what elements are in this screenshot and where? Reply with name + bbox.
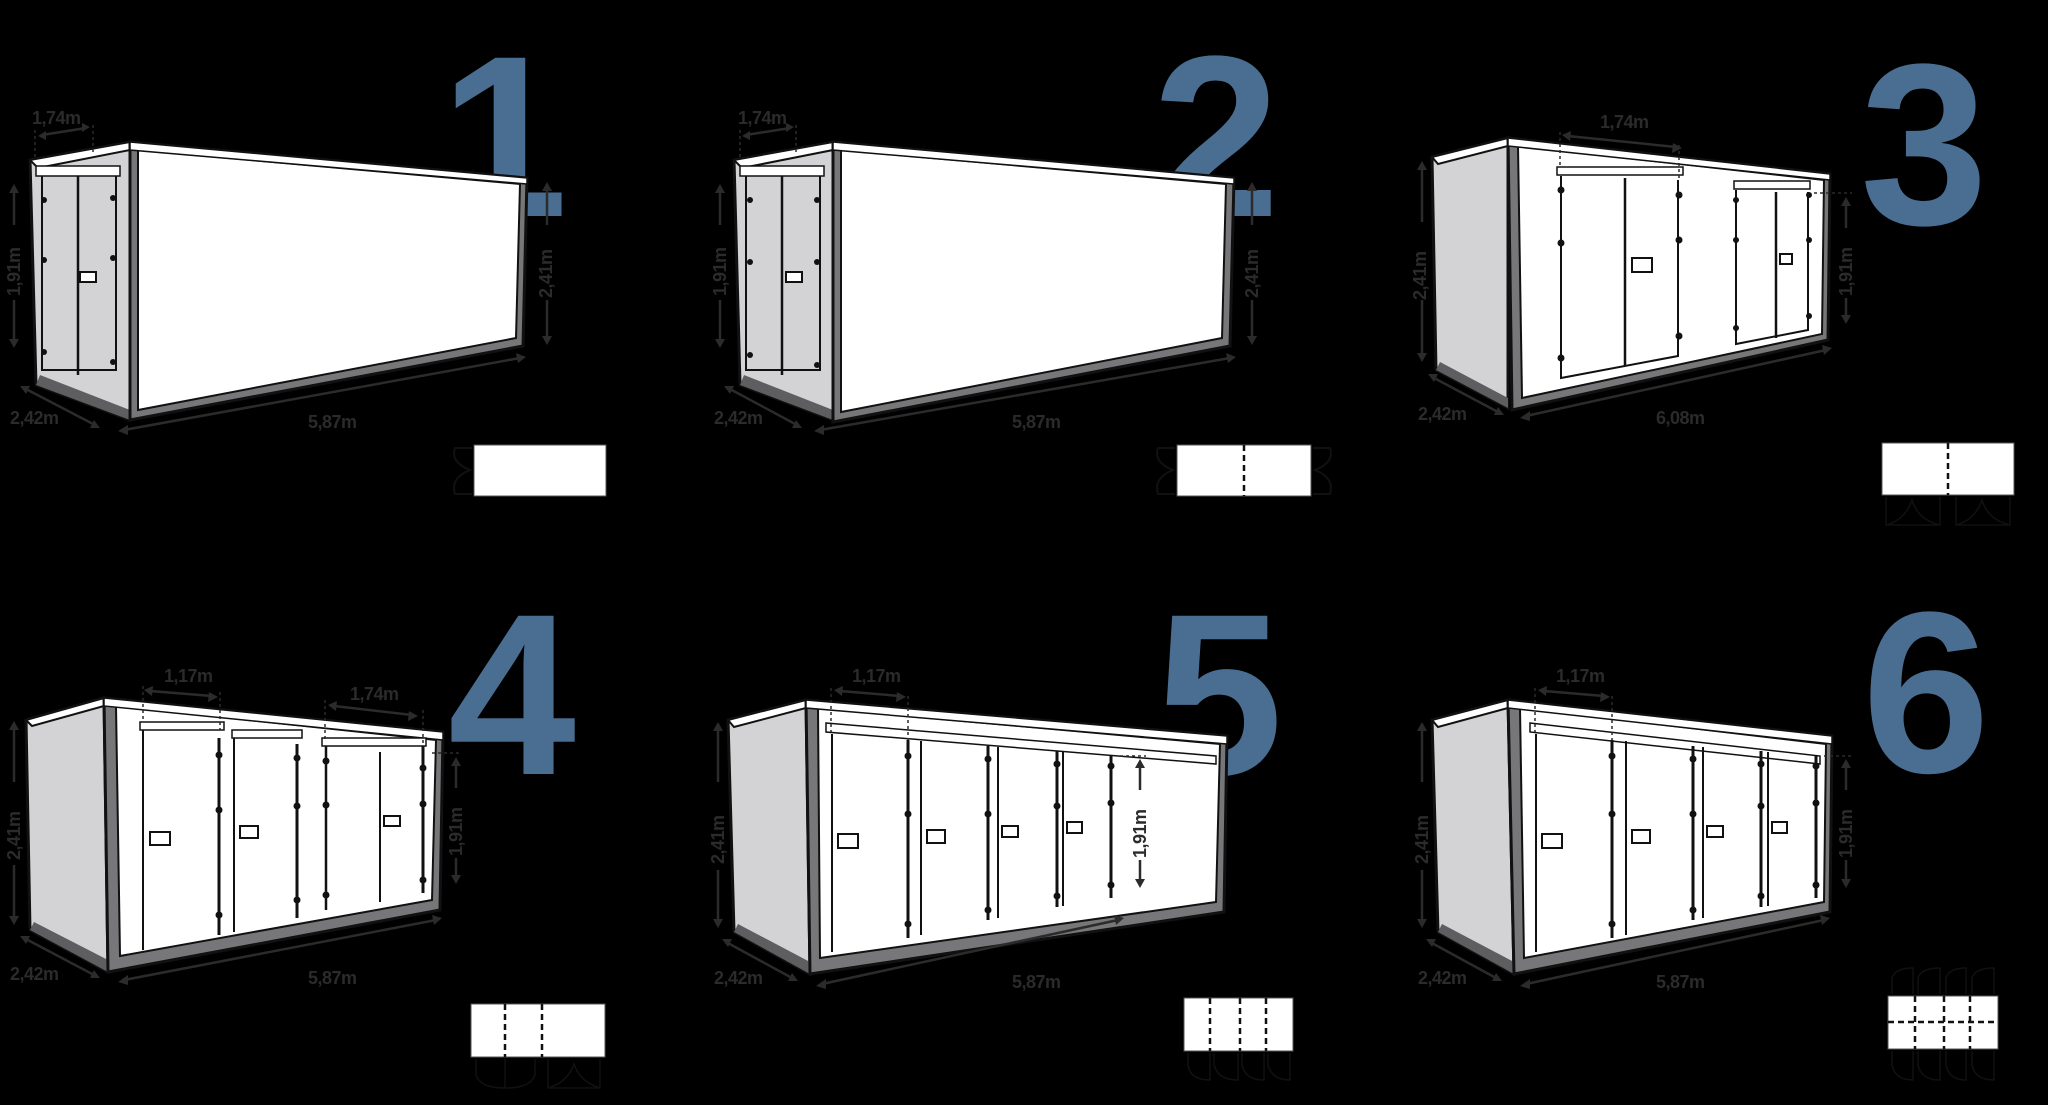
container-length-label: 5,87m [1012, 972, 1061, 992]
door-height-label: 1,91m [1130, 809, 1150, 858]
container-width-label: 2,42m [1418, 404, 1467, 424]
door-height-label: 1,91m [710, 247, 730, 296]
floor-plan-icon [1887, 967, 1999, 1081]
container-drawing [1417, 686, 1999, 1081]
door-width-small-label: 1,17m [1556, 666, 1605, 686]
container-drawing [715, 123, 1332, 497]
container-variant-5: 5 [700, 560, 1383, 1105]
door-width-label: 1,74m [738, 108, 787, 128]
variant-number: 3 [1860, 16, 1988, 273]
floor-plan-icon [453, 444, 607, 497]
container-variant-4: 4 [0, 560, 683, 1105]
container-width-label: 2,42m [10, 408, 59, 428]
container-variant-2: 2 1,74m 1,91m 2,41m [700, 0, 1383, 545]
door-height-label: 1,91m [446, 807, 466, 856]
container-width-label: 2,42m [714, 968, 763, 988]
container-height-label: 2,41m [1410, 251, 1430, 300]
door-width-label: 1,74m [32, 108, 81, 128]
door-height-label: 1,91m [1836, 247, 1856, 296]
container-length-label: 6,08m [1656, 408, 1705, 428]
container-height-label: 2,41m [1412, 815, 1432, 864]
container-length-label: 5,87m [1656, 972, 1705, 992]
container-height-label: 2,41m [536, 249, 556, 298]
variant-number: 6 [1862, 564, 1990, 821]
container-length-label: 5,87m [1012, 412, 1061, 432]
floor-plan-icon [1881, 442, 2015, 526]
container-length-label: 5,87m [308, 412, 357, 432]
floor-plan-icon [1156, 444, 1332, 497]
variant-number: 4 [448, 566, 576, 823]
container-drawing [9, 686, 606, 1089]
door-height-label: 1,91m [1836, 809, 1856, 858]
container-width-label: 2,42m [714, 408, 763, 428]
container-width-label: 2,42m [10, 964, 59, 984]
floor-plan-icon [470, 1003, 606, 1089]
container-height-label: 2,41m [708, 815, 728, 864]
container-drawing [713, 686, 1294, 1081]
door-width-small-label: 1,17m [164, 666, 213, 686]
container-drawing [1417, 131, 2015, 526]
container-variant-3: 3 [1400, 0, 2048, 545]
container-drawing [9, 123, 607, 497]
door-height-label: 1,91m [4, 247, 24, 296]
container-width-label: 2,42m [1418, 968, 1467, 988]
floor-plan-icon [1183, 997, 1294, 1081]
container-variant-6: 6 [1400, 560, 2048, 1105]
door-width-label: 1,74m [350, 684, 399, 704]
door-width-small-label: 1,17m [852, 666, 901, 686]
container-height-label: 2,41m [4, 811, 24, 860]
container-variant-1: 1 1,74m 1,9 [0, 0, 683, 545]
container-height-label: 2,41m [1242, 249, 1262, 298]
container-length-label: 5,87m [308, 968, 357, 988]
door-width-label: 1,74m [1600, 112, 1649, 132]
